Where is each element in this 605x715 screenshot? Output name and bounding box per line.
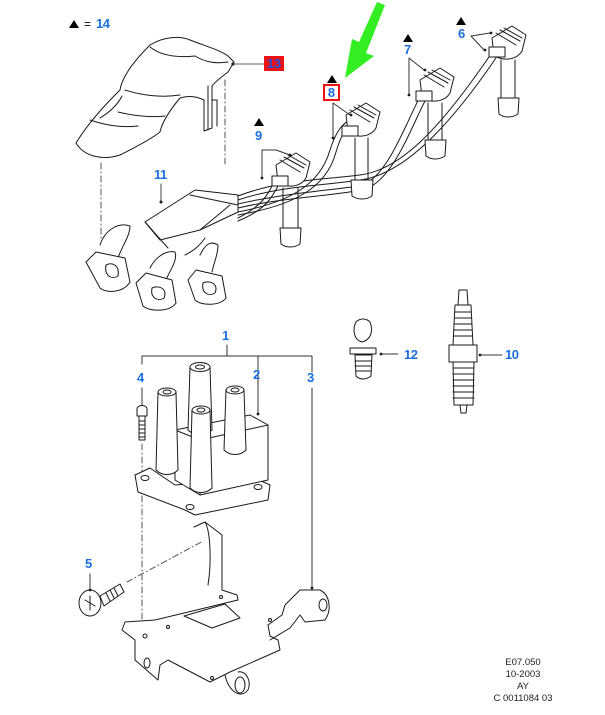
callout-3[interactable]: 3 (307, 370, 314, 385)
drawing-stamp: E07.050 10-2003 AY C 0011084 03 (478, 657, 568, 705)
stamp-revision: AY (517, 681, 529, 692)
leader-7 (408, 57, 425, 96)
retaining-clip-drawing (349, 318, 377, 380)
callout-1[interactable]: 1 (222, 328, 229, 343)
callout-12[interactable]: 12 (404, 347, 418, 362)
stamp-code: E07.050 (505, 657, 541, 668)
stamp-reference: C 0011084 03 (493, 693, 553, 704)
callout-7[interactable]: 7 (404, 42, 411, 57)
leader-6 (470, 32, 491, 51)
triangle-marker-icon (456, 17, 466, 25)
plug-lead-7-drawing (415, 67, 455, 160)
leader-9 (261, 149, 291, 179)
coil-cover-drawing (75, 36, 235, 158)
bracket-bolt-drawing (78, 583, 125, 617)
triangle-marker-icon (69, 20, 79, 28)
callout-11[interactable]: 11 (154, 167, 167, 182)
callout-13-highlighted[interactable]: 13 (264, 56, 284, 71)
leader-1 (141, 344, 313, 415)
plug-lead-8-drawing (341, 102, 381, 200)
plug-lead-6-drawing (488, 25, 527, 118)
plug-lead-9-drawing (271, 152, 311, 248)
callout-4[interactable]: 4 (137, 370, 144, 385)
leader-8 (332, 102, 351, 139)
legend-equals: = (84, 17, 92, 31)
triangle-marker-icon (403, 34, 413, 42)
coil-bolt-drawing (136, 405, 148, 441)
callout-9[interactable]: 9 (255, 128, 262, 143)
callout-6[interactable]: 6 (458, 26, 465, 41)
callout-8-highlighted[interactable]: 8 (323, 84, 340, 101)
spark-plug-drawing (448, 289, 478, 414)
triangle-marker-icon (327, 75, 337, 83)
callout-2[interactable]: 2 (253, 367, 260, 382)
centerline (126, 539, 206, 583)
callout-10[interactable]: 10 (505, 347, 519, 362)
legend-ref: 14 (96, 16, 110, 31)
callout-5[interactable]: 5 (85, 556, 92, 571)
stamp-date: 10-2003 (505, 669, 541, 680)
ignition-coil-drawing (134, 362, 271, 516)
triangle-marker-icon (254, 118, 264, 126)
green-arrow-icon (345, 2, 385, 78)
mounting-bracket-drawing (121, 521, 330, 695)
legend: = 14 (69, 16, 110, 31)
